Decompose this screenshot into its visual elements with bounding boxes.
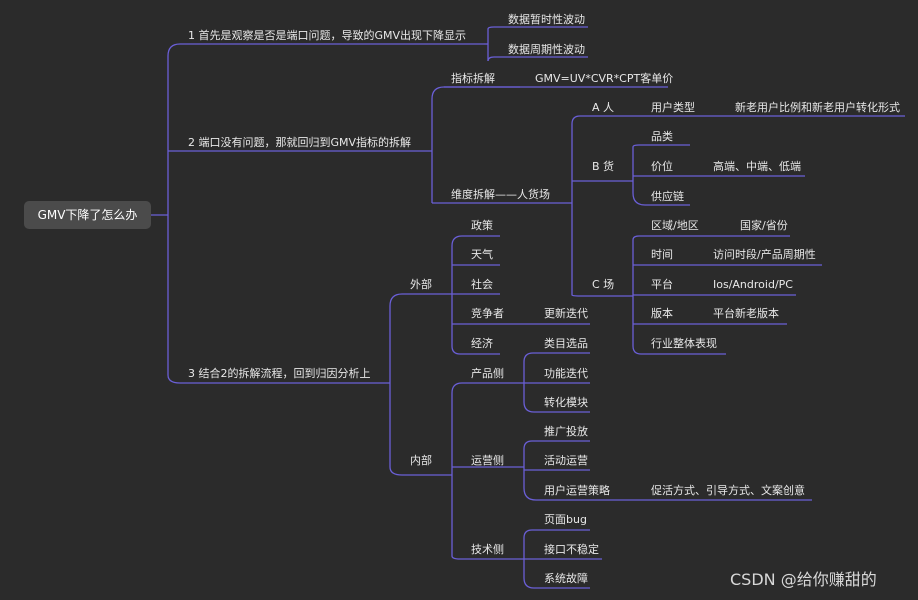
node-supply-chain[interactable]: 供应链 — [651, 190, 684, 203]
connector — [523, 487, 812, 501]
node-economy[interactable]: 经济 — [471, 337, 493, 350]
connector — [451, 235, 500, 247]
node-api-unstable[interactable]: 接口不稳定 — [544, 543, 599, 556]
node-version-detail[interactable]: 平台新老版本 — [713, 307, 779, 320]
node-external[interactable]: 外部 — [410, 278, 432, 291]
node-platform[interactable]: 平台 — [651, 278, 673, 291]
connector — [451, 382, 524, 394]
node-weather[interactable]: 天气 — [471, 248, 493, 261]
connector — [487, 56, 588, 62]
root-node[interactable]: GMV下降了怎么办 — [24, 201, 151, 229]
connector — [523, 529, 590, 539]
node-industry-performance[interactable]: 行业整体表现 — [651, 337, 717, 350]
csdn-watermark: CSDN @给你赚甜的 — [730, 570, 877, 589]
node-region-detail[interactable]: 国家/省份 — [740, 219, 788, 232]
connector — [632, 235, 790, 241]
node-periodic-fluctuation[interactable]: 数据周期性波动 — [508, 43, 585, 56]
connector — [167, 374, 390, 384]
connector — [632, 144, 690, 148]
node-product-side[interactable]: 产品侧 — [471, 367, 504, 380]
node-time-detail[interactable]: 访问时段/产品周期性 — [713, 248, 816, 261]
branch-3-label[interactable]: 3 结合2的拆解流程，回到归因分析上 — [188, 367, 371, 380]
node-user-type[interactable]: 用户类型 — [651, 101, 695, 114]
connector — [523, 577, 590, 589]
node-internal[interactable]: 内部 — [410, 454, 432, 467]
node-goods[interactable]: B 货 — [592, 160, 615, 173]
node-page-bug[interactable]: 页面bug — [544, 513, 587, 526]
node-user-strategy-detail[interactable]: 促活方式、引导方式、文案创意 — [651, 484, 805, 497]
node-conversion-module[interactable]: 转化模块 — [544, 396, 588, 409]
node-policy[interactable]: 政策 — [471, 219, 493, 232]
node-user-type-detail[interactable]: 新老用户比例和新老用户转化形式 — [735, 101, 900, 114]
node-price-detail[interactable]: 高端、中端、低端 — [713, 160, 801, 173]
node-promotion[interactable]: 推广投放 — [544, 425, 588, 438]
connector — [523, 440, 590, 450]
node-operation-side[interactable]: 运营侧 — [471, 454, 504, 467]
node-people[interactable]: A 人 — [592, 101, 615, 114]
node-system-failure[interactable]: 系统故障 — [544, 572, 588, 585]
node-time[interactable]: 时间 — [651, 248, 673, 261]
connector — [523, 401, 590, 413]
node-activity-operation[interactable]: 活动运营 — [544, 454, 588, 467]
node-user-strategy[interactable]: 用户运营策略 — [544, 484, 610, 497]
connector — [571, 294, 633, 297]
node-version[interactable]: 版本 — [651, 307, 673, 320]
connector — [632, 345, 726, 355]
branch-2-label[interactable]: 2 端口没有问题，那就回归到GMV指标的拆解 — [188, 136, 412, 149]
node-place[interactable]: C 场 — [592, 278, 615, 291]
connector — [523, 352, 590, 363]
connector — [431, 86, 520, 100]
node-competitor-detail[interactable]: 更新迭代 — [544, 307, 588, 320]
branch-1-label[interactable]: 1 首先是观察是否是端口问题，导致的GMV出现下降显示 — [188, 29, 467, 42]
connector — [389, 293, 452, 307]
connector — [487, 26, 588, 30]
node-region[interactable]: 区域/地区 — [651, 219, 699, 232]
node-temporary-fluctuation[interactable]: 数据暂时性波动 — [508, 13, 585, 26]
node-dimension-breakdown[interactable]: 维度拆解——人货场 — [451, 188, 550, 201]
node-price[interactable]: 价位 — [651, 160, 673, 173]
node-tech-side[interactable]: 技术侧 — [471, 543, 504, 556]
node-competitor[interactable]: 竞争者 — [471, 307, 504, 320]
connector — [167, 43, 484, 57]
connector — [571, 115, 633, 125]
connector — [632, 192, 690, 206]
connector — [451, 555, 524, 560]
node-feature-iteration[interactable]: 功能迭代 — [544, 367, 588, 380]
node-gmv-formula[interactable]: GMV=UV*CVR*CPT客单价 — [535, 72, 674, 85]
connector — [451, 345, 500, 355]
node-category[interactable]: 品类 — [651, 130, 673, 143]
node-society[interactable]: 社会 — [471, 278, 493, 291]
connector — [389, 466, 452, 476]
node-platform-detail[interactable]: Ios/Android/PC — [713, 278, 793, 291]
node-metric-breakdown[interactable]: 指标拆解 — [451, 72, 495, 85]
node-category-selection[interactable]: 类目选品 — [544, 337, 588, 350]
